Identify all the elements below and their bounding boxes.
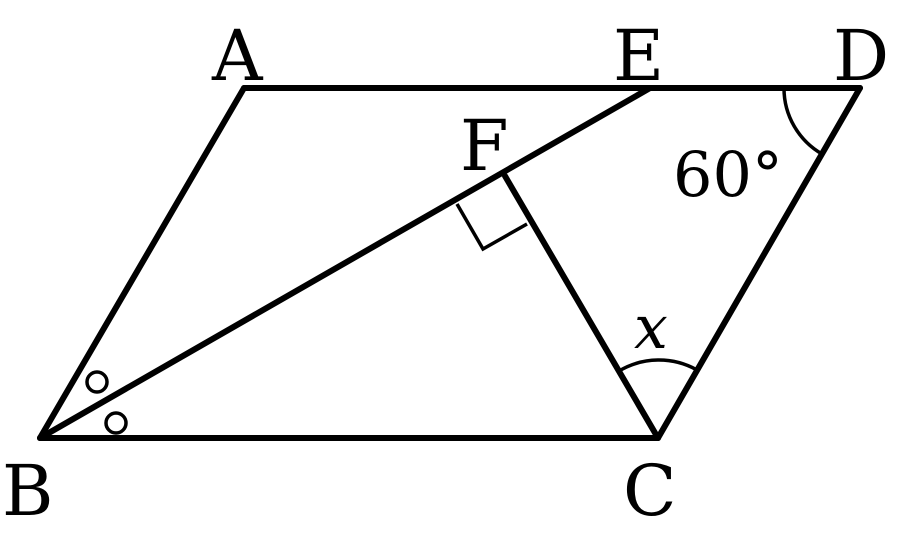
vertex-label-d: D <box>833 15 889 97</box>
angle-mark-circle-lower <box>104 411 128 435</box>
angle-arc-c <box>618 358 698 373</box>
vertex-label-f: F <box>460 105 509 187</box>
angle-label-x: x <box>634 293 668 363</box>
segment-be <box>37 85 653 441</box>
vertex-label-b: B <box>2 450 53 532</box>
segment-ab <box>37 85 247 441</box>
segment-cd <box>655 85 863 441</box>
angle-arc-d <box>782 87 823 156</box>
right-angle-mark <box>455 203 528 252</box>
angle-mark-circle-upper <box>85 370 109 394</box>
vertex-label-c: C <box>623 450 677 532</box>
angle-label-d: 60° <box>673 138 783 211</box>
segment-cf <box>502 173 661 441</box>
vertex-label-a: A <box>211 15 264 97</box>
vertex-label-e: E <box>613 15 664 97</box>
